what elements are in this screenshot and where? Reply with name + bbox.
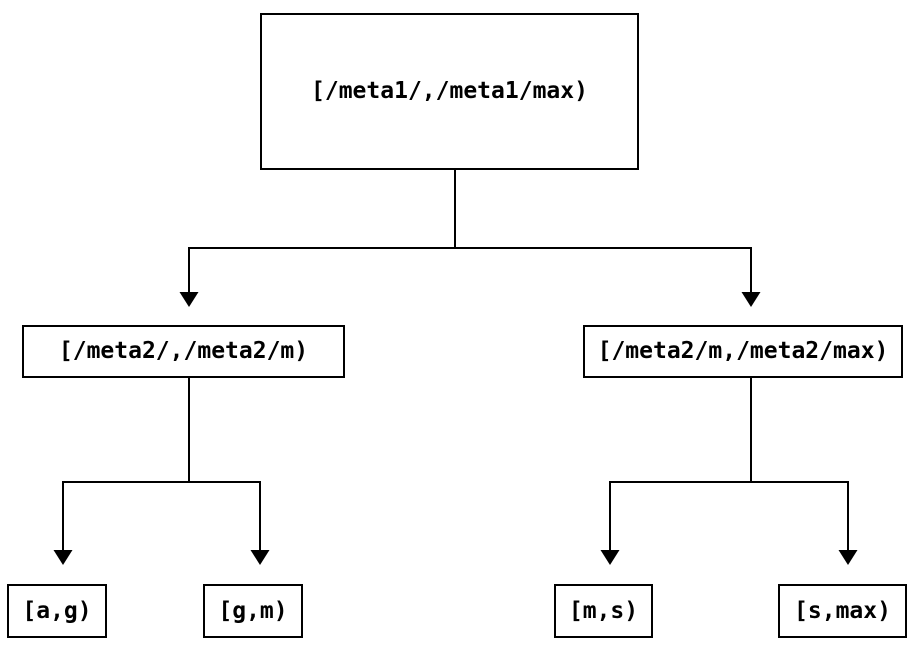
- edge-root-to-meta2-high: [455, 247, 752, 292]
- arrowhead-leaf-smax-icon: [838, 550, 858, 565]
- tree-node-leaf-ms: [m,s): [554, 584, 653, 638]
- tree-node-leaf-smax: [s,max): [778, 584, 907, 638]
- edge-lines: [62, 170, 849, 550]
- edge-meta2-high-to-leaf-ms: [609, 378, 752, 550]
- edge-meta2-high-to-leaf-smax: [751, 481, 849, 550]
- tree-node-meta2-low: [/meta2/,/meta2/m): [22, 325, 345, 378]
- tree-node-meta2-low-label: [/meta2/,/meta2/m): [58, 338, 309, 364]
- tree-node-leaf-smax-label: [s,max): [794, 597, 891, 624]
- tree-node-leaf-gm: [g,m): [203, 584, 303, 638]
- tree-node-leaf-ag-label: [a,g): [22, 597, 92, 624]
- tree-node-meta2-high: [/meta2/m,/meta2/max): [583, 325, 903, 378]
- tree-node-leaf-ms-label: [m,s): [568, 597, 639, 624]
- edge-root-to-meta2-low: [188, 170, 456, 292]
- arrowhead-meta2-high-icon: [741, 292, 761, 307]
- arrowhead-meta2-low-icon: [179, 292, 199, 307]
- tree-node-leaf-gm-label: [g,m): [218, 597, 288, 624]
- edge-meta2-low-to-leaf-gm: [189, 481, 261, 550]
- tree-node-root-label: [/meta1/,/meta1/max): [311, 78, 588, 104]
- arrowhead-leaf-ms-icon: [600, 550, 620, 565]
- edge-arrowheads: [53, 292, 858, 565]
- arrowhead-leaf-ag-icon: [53, 550, 73, 565]
- tree-node-meta2-high-label: [/meta2/m,/meta2/max): [597, 338, 889, 364]
- tree-node-root: [/meta1/,/meta1/max): [260, 13, 639, 170]
- arrowhead-leaf-gm-icon: [250, 550, 270, 565]
- edge-meta2-low-to-leaf-ag: [62, 378, 190, 550]
- tree-node-leaf-ag: [a,g): [7, 584, 107, 638]
